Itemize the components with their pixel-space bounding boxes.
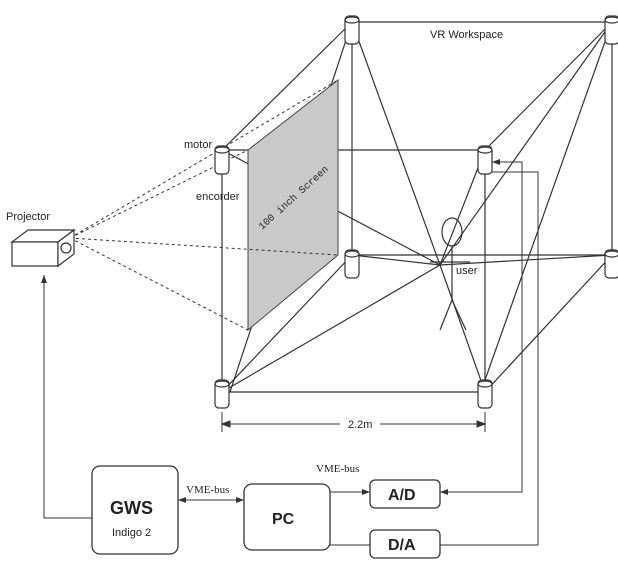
signal-cables (43, 161, 539, 546)
user-figure (430, 217, 470, 331)
dimension-line (220, 412, 487, 432)
pc-label: PC (272, 511, 295, 528)
cylinder-icon (604, 249, 618, 279)
projector-beam (69, 79, 339, 331)
cylinder-icon (477, 145, 493, 175)
user-label: user (456, 265, 478, 277)
pc-box (243, 483, 331, 551)
motor-label: motor (184, 139, 212, 151)
gws-title: GWS (110, 498, 153, 518)
ad-label: A/D (388, 487, 416, 504)
vme-bus-top-label: VME-bus (316, 463, 359, 475)
cylinder-icon (344, 15, 360, 45)
cylinder-icon (604, 15, 618, 45)
cylinder-icon (214, 145, 230, 175)
projector-label: Projector (6, 211, 50, 223)
gws-box (91, 465, 179, 555)
vme-bus-left-label: VME-bus (186, 484, 229, 496)
projection-screen (247, 78, 339, 332)
projector-icon (10, 228, 76, 268)
frame-lines (221, 21, 613, 393)
sensor-cylinders (214, 15, 618, 409)
gws-subtitle: Indigo 2 (112, 527, 151, 539)
workspace-label: VR Workspace (430, 29, 503, 41)
encoder-label: encorder (196, 191, 240, 203)
cylinder-icon (214, 379, 230, 409)
cylinder-icon (477, 379, 493, 409)
ad-box (369, 479, 441, 509)
da-label: D/A (388, 537, 416, 554)
dimension-label: 2.2m (348, 419, 372, 431)
cylinder-icon (344, 249, 360, 279)
da-box (369, 529, 441, 559)
